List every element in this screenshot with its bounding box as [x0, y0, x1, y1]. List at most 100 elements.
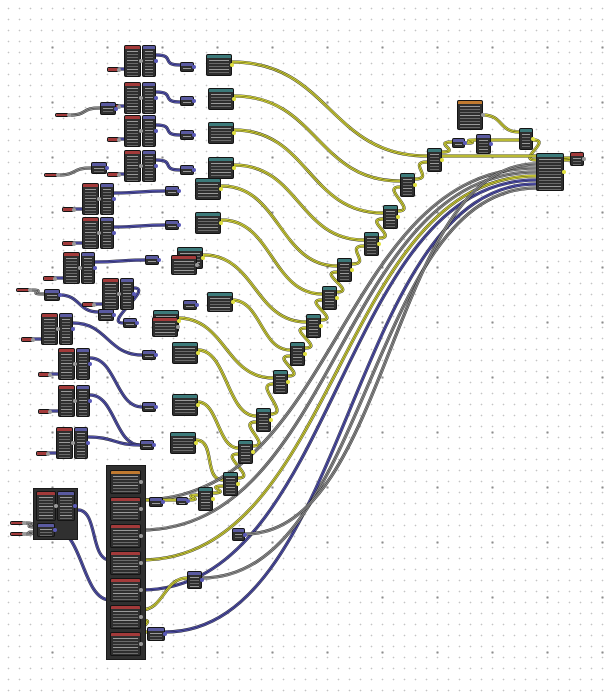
node-header[interactable]: [224, 473, 237, 476]
node-geometry[interactable]: [206, 54, 232, 76]
node-header[interactable]: [11, 533, 23, 535]
node-header[interactable]: [63, 208, 73, 211]
output-socket[interactable]: [177, 319, 181, 323]
output-socket[interactable]: [139, 129, 143, 133]
node-math[interactable]: [37, 523, 55, 537]
geometry-wire[interactable]: [233, 164, 365, 241]
node-header[interactable]: [181, 63, 193, 66]
node-header[interactable]: [188, 572, 201, 575]
node-header[interactable]: [11, 522, 23, 524]
node-header[interactable]: [181, 166, 193, 169]
node-header[interactable]: [77, 386, 89, 389]
node-header[interactable]: [307, 315, 320, 318]
node-header[interactable]: [173, 395, 197, 398]
node-header[interactable]: [39, 373, 49, 376]
node-header[interactable]: [520, 129, 532, 132]
geometry-wire[interactable]: [212, 485, 224, 494]
node-header[interactable]: [59, 386, 74, 389]
node-header[interactable]: [63, 242, 73, 245]
output-socket[interactable]: [157, 258, 161, 262]
node-header[interactable]: [209, 123, 233, 126]
node-header[interactable]: [143, 351, 155, 354]
node-header[interactable]: [82, 253, 94, 256]
float-wire[interactable]: [68, 107, 101, 116]
node-header[interactable]: [166, 221, 178, 224]
output-socket[interactable]: [219, 187, 223, 191]
vector-wire[interactable]: [155, 54, 181, 66]
node-input[interactable]: [82, 183, 99, 215]
output-socket[interactable]: [154, 405, 158, 409]
output-socket[interactable]: [154, 59, 158, 63]
output-socket[interactable]: [192, 99, 196, 103]
geometry-wire[interactable]: [266, 383, 278, 415]
output-socket[interactable]: [582, 157, 586, 161]
node-output[interactable]: [536, 153, 564, 191]
output-socket[interactable]: [232, 166, 236, 170]
node-math[interactable]: [76, 385, 90, 417]
node-header[interactable]: [77, 349, 89, 352]
node-header[interactable]: [257, 409, 270, 412]
node-header[interactable]: [453, 139, 464, 142]
geometry-wire[interactable]: [197, 401, 239, 449]
output-socket[interactable]: [112, 231, 116, 235]
geometry-wire[interactable]: [221, 185, 338, 267]
node-geometry[interactable]: [170, 432, 196, 454]
node-transform-red[interactable]: [152, 317, 178, 337]
output-socket[interactable]: [194, 441, 198, 445]
output-socket[interactable]: [154, 164, 158, 168]
node-geometry[interactable]: [256, 408, 271, 432]
node-group[interactable]: [110, 470, 141, 494]
node-transform-red[interactable]: [171, 255, 197, 275]
output-socket[interactable]: [319, 324, 323, 328]
node-header[interactable]: [365, 233, 378, 236]
output-socket[interactable]: [489, 142, 493, 146]
output-socket[interactable]: [192, 133, 196, 137]
output-socket[interactable]: [200, 578, 204, 582]
output-socket[interactable]: [71, 441, 75, 445]
node-geometry[interactable]: [400, 173, 415, 197]
node-header[interactable]: [38, 524, 54, 527]
output-socket[interactable]: [139, 642, 143, 646]
node-header[interactable]: [108, 138, 118, 141]
node-header[interactable]: [143, 403, 155, 406]
output-socket[interactable]: [56, 327, 60, 331]
output-socket[interactable]: [377, 242, 381, 246]
node-input[interactable]: [41, 313, 58, 345]
node-header[interactable]: [166, 187, 178, 190]
node-header[interactable]: [108, 68, 118, 71]
node-header[interactable]: [143, 83, 155, 86]
geometry-wire[interactable]: [203, 254, 307, 323]
output-socket[interactable]: [22, 521, 26, 525]
output-socket[interactable]: [350, 268, 354, 272]
vector-wire[interactable]: [54, 529, 111, 601]
node-header[interactable]: [83, 184, 98, 187]
node-header[interactable]: [291, 343, 304, 346]
output-socket[interactable]: [112, 313, 116, 317]
node-header[interactable]: [111, 552, 140, 555]
node-header[interactable]: [60, 314, 72, 317]
output-socket[interactable]: [97, 231, 101, 235]
node-math[interactable]: [187, 571, 202, 589]
float-wire[interactable]: [140, 167, 537, 501]
node-header[interactable]: [171, 433, 195, 436]
node-header[interactable]: [101, 103, 115, 106]
node-header[interactable]: [121, 279, 133, 282]
node-header[interactable]: [64, 253, 79, 256]
node-header[interactable]: [477, 135, 490, 138]
geometry-wire[interactable]: [529, 139, 540, 161]
vector-wire[interactable]: [87, 436, 141, 446]
output-socket[interactable]: [53, 276, 57, 281]
output-socket[interactable]: [176, 325, 180, 329]
node-math[interactable]: [98, 309, 114, 321]
node-header[interactable]: [45, 290, 59, 293]
output-socket[interactable]: [562, 170, 566, 174]
node-geometry[interactable]: [195, 178, 221, 200]
geometry-wire[interactable]: [283, 355, 295, 377]
node-geometry[interactable]: [195, 212, 221, 234]
output-socket[interactable]: [192, 65, 196, 69]
node-header[interactable]: [181, 97, 193, 100]
node-header[interactable]: [111, 633, 140, 636]
output-socket[interactable]: [67, 113, 71, 117]
node-header[interactable]: [177, 498, 187, 501]
